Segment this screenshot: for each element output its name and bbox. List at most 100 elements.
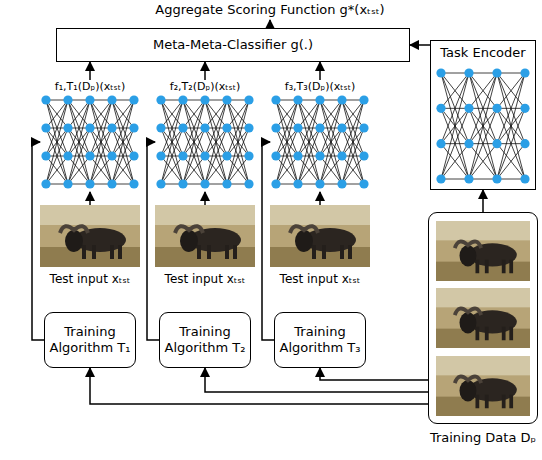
arrow-connector [482,190,484,212]
classifier-box: Meta-Meta-Classifier g(.) [56,28,410,62]
network-weight [183,100,205,184]
network-unit [359,123,368,132]
network-weight [441,144,469,179]
network-unit [520,174,529,183]
network-unit [129,179,138,188]
test-image-node: Test input xₜₛₜ [270,205,370,289]
network-unit [315,123,324,132]
buffalo-photo [40,205,140,267]
network-unit [85,123,94,132]
network-weight [276,100,298,184]
network-node: f₃,T₃(Dₚ)(xₜₛₜ) [270,80,370,192]
network-unit [315,151,324,160]
network-unit [156,179,165,188]
network-unit [63,95,72,104]
process-box: Training Algorithm T₁ [44,312,136,368]
network-unit [271,151,280,160]
network-unit [41,151,50,160]
node-label: Training Algorithm T₂ [160,324,250,356]
network-weight [205,100,227,184]
dataset-frame [428,212,538,424]
network-weight [497,73,525,179]
network-unit [222,123,231,132]
network-unit [41,179,50,188]
network-unit [200,179,209,188]
network-unit [436,139,445,148]
network-unit [436,104,445,113]
process-box: Training Algorithm T₂ [159,312,251,368]
network-weight [320,100,342,184]
network-unit [107,123,116,132]
network-weight [161,156,183,184]
test-image-node: Test input xₜₛₜ [40,205,140,289]
network-weight [497,73,525,108]
network-weight [227,156,249,184]
network-unit [436,68,445,77]
network-weight [441,73,469,108]
network-unit [464,68,473,77]
network-weight [298,100,320,184]
network-weight [161,100,183,184]
network-unit [293,95,302,104]
network-weight [68,100,90,184]
network-unit [293,151,302,160]
network-weight [205,100,227,184]
network-weight [497,73,525,179]
network-unit [156,95,165,104]
network-unit [271,123,280,132]
network-unit [200,151,209,160]
network-unit [436,174,445,183]
output-arrow [269,20,271,28]
network-weight [161,100,183,184]
network-unit [520,139,529,148]
network-unit [315,179,324,188]
network-weight [469,73,497,108]
network-node: f₁,T₁(Dₚ)(xₜₛₜ) [40,80,140,192]
encoder-box: Task Encoder [430,40,536,190]
network-weight [90,100,112,184]
network-unit [178,95,187,104]
arrow-connector [319,192,321,205]
network-weight [298,100,320,184]
network-unit [200,95,209,104]
network-unit [271,95,280,104]
network-weight [183,100,205,184]
network-unit [293,179,302,188]
network-unit [315,95,324,104]
network-weight [342,100,364,184]
network-unit [244,95,253,104]
network-weight [46,156,68,184]
dataset-box: Training Data Dₚ [428,212,538,448]
network-unit [41,95,50,104]
network-unit [464,174,473,183]
network-weight [469,73,497,179]
network-weight [112,156,134,184]
network-unit [244,123,253,132]
arrow-connector [205,368,428,392]
node-label: f₃,T₃(Dₚ)(xₜₛₜ) [285,80,355,94]
node-label: Training Algorithm T₁ [45,324,135,356]
arrow-connector [204,62,206,80]
network-unit [520,104,529,113]
network-unit [337,123,346,132]
network-unit [85,151,94,160]
network-weight [90,156,112,184]
network-weight [298,156,320,184]
network-weight [497,73,525,108]
arrow-connector [89,192,91,205]
network-weight [497,144,525,179]
node-label: f₂,T₂(Dₚ)(xₜₛₜ) [170,80,240,94]
arrow-connector [90,368,428,404]
network-weight [205,156,227,184]
network-weight [342,100,364,184]
buffalo-photo [155,205,255,267]
network-unit [293,123,302,132]
network-weight [68,156,90,184]
network-weight [469,144,497,179]
buffalo-photo [436,221,530,281]
network-weight [227,100,249,184]
network-unit [63,123,72,132]
network-weight [441,73,469,179]
network-unit [492,139,501,148]
